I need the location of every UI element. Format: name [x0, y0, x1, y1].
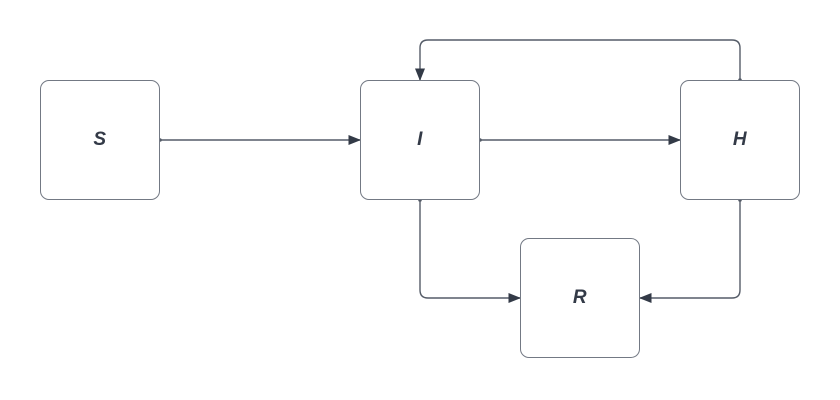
node-r[interactable]: R [520, 238, 640, 358]
edge-H-to-R [639, 200, 741, 303]
node-i[interactable]: I [360, 80, 480, 200]
node-s-label: S [93, 129, 107, 150]
edge-H-to-I-feedback [415, 39, 741, 81]
node-h[interactable]: H [680, 80, 800, 200]
node-r-label: R [572, 287, 588, 308]
edge-I-to-R [419, 200, 521, 303]
node-i-label: I [417, 129, 423, 150]
node-h-label: H [732, 129, 748, 150]
node-s[interactable]: S [40, 80, 160, 200]
